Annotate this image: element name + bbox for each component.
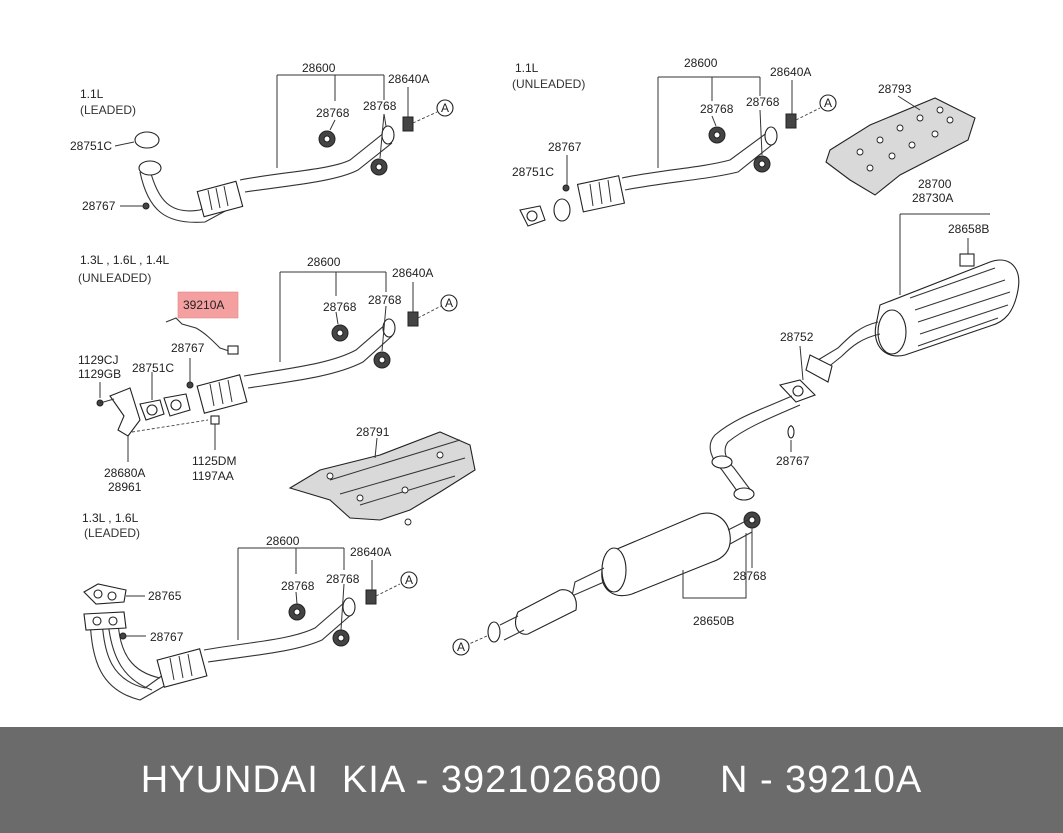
reference-a-icon [400,571,418,589]
heat-shield-28793 [825,97,976,196]
label-28767: 28767 [776,454,810,468]
label-28640a: 28640A [350,545,391,559]
reference-a-label: A [445,296,453,310]
gasket-clamp [785,113,797,129]
label-28700: 28700 [918,177,952,191]
reference-a-label: A [457,640,465,654]
label-28768: 28768 [733,569,767,583]
label-28640a: 28640A [770,65,811,79]
section-1-1l-leaded: 1.1L (LEADED) A 28600 28768 28768 [70,61,454,223]
section-1-1l-unleaded: 1.1L (UNLEADED) A 28600 28768 28768 2864… [512,56,976,227]
catalytic-converter [196,374,248,414]
reference-a-icon [436,99,454,117]
reference-a-icon [819,94,837,112]
section-2-engine: 1.1L [515,61,539,75]
catalytic-converter [156,648,208,688]
flange-28752 [805,354,833,383]
label-28767: 28767 [150,630,184,644]
label-28791: 28791 [356,425,390,439]
label-28768: 28768 [316,106,350,120]
front-pipe [89,619,176,701]
bracket-28680a [109,387,141,437]
label-1125dm: 1125DM [192,454,236,468]
label-28751c: 28751C [70,139,112,153]
gasket-clamp [402,116,414,132]
label-28768: 28768 [363,99,397,113]
label-28767: 28767 [171,341,205,355]
gasket-clamp [407,311,419,327]
reference-a-label: A [441,101,449,115]
section-1-engine: 1.1L [80,87,104,101]
label-28767: 28767 [82,199,116,213]
label-28768: 28768 [368,293,402,307]
label-28765: 28765 [148,589,182,603]
section-3-fuel: (UNLEADED) [78,271,151,285]
label-1197aa: 1197AA [192,469,234,483]
gasket-28765 [83,583,127,605]
main-muffler [874,259,1020,357]
label-28767: 28767 [548,140,582,154]
section-2-fuel: (UNLEADED) [512,77,585,91]
reference-a-label: A [405,573,413,587]
label-28658b: 28658B [948,222,989,236]
center-muffler [601,512,731,596]
exhaust-system-diagram: 1.1L (LEADED) A 28600 28768 28768 [70,56,1020,701]
reference-a-label: A [824,96,832,110]
label-39210a[interactable]: 39210A [183,298,224,312]
oxygen-sensor[interactable] [165,317,233,353]
label-28751c: 28751C [512,165,554,179]
footer-part-numbers: HYUNDAI KIA - 3921026800 N - 39210A [140,758,923,801]
label-28961: 28961 [108,480,142,494]
reference-a-icon [440,294,458,312]
label-28768: 28768 [323,300,357,314]
label-28600: 28600 [307,255,341,269]
heat-shield-28791 [288,431,476,521]
label-28768: 28768 [281,579,315,593]
label-28650b: 28650B [693,614,734,628]
catalytic-converter [196,180,244,218]
section-1-3l-unleaded: 1.3L , 1.6L , 1.4L (UNLEADED) 39210A 287… [78,253,476,526]
section-4-fuel: (LEADED) [84,526,140,540]
part-number-footer: HYUNDAI KIA - 3921026800 N - 39210A [0,727,1063,833]
label-28768: 28768 [700,102,734,116]
label-28600: 28600 [266,534,300,548]
gasket-clamp [365,589,377,605]
front-pipe [149,169,236,212]
label-28751c: 28751C [132,361,174,375]
resonator [515,589,577,635]
label-28768: 28768 [746,95,780,109]
label-1129cj: 1129CJ [78,353,118,367]
label-28600: 28600 [302,61,336,75]
label-28730a: 28730A [912,191,953,205]
flange-ring [138,160,162,176]
label-28600: 28600 [684,56,718,70]
reference-a-icon [452,638,470,656]
label-28752: 28752 [780,330,814,344]
highlight-box-39210a [177,291,239,319]
label-28768: 28768 [326,572,360,586]
center-pipe [709,395,793,496]
label-28680a: 28680A [104,466,145,480]
label-28640a: 28640A [392,266,433,280]
section-4-engine: 1.3L , 1.6L [82,511,139,525]
section-1-fuel: (LEADED) [80,103,136,117]
label-1129gb: 1129GB [78,367,121,381]
label-28793: 28793 [878,82,912,96]
label-28640a: 28640A [388,72,429,86]
section-1-3l-leaded: 1.3L , 1.6L (LEADED) 28765 28767 [82,511,418,701]
section-3-engine: 1.3L , 1.6L , 1.4L [80,253,170,267]
rear-exhaust-assembly: 28700 28730A 28658B 28752 2876 [452,177,1020,656]
hanger-bracket [959,253,975,267]
